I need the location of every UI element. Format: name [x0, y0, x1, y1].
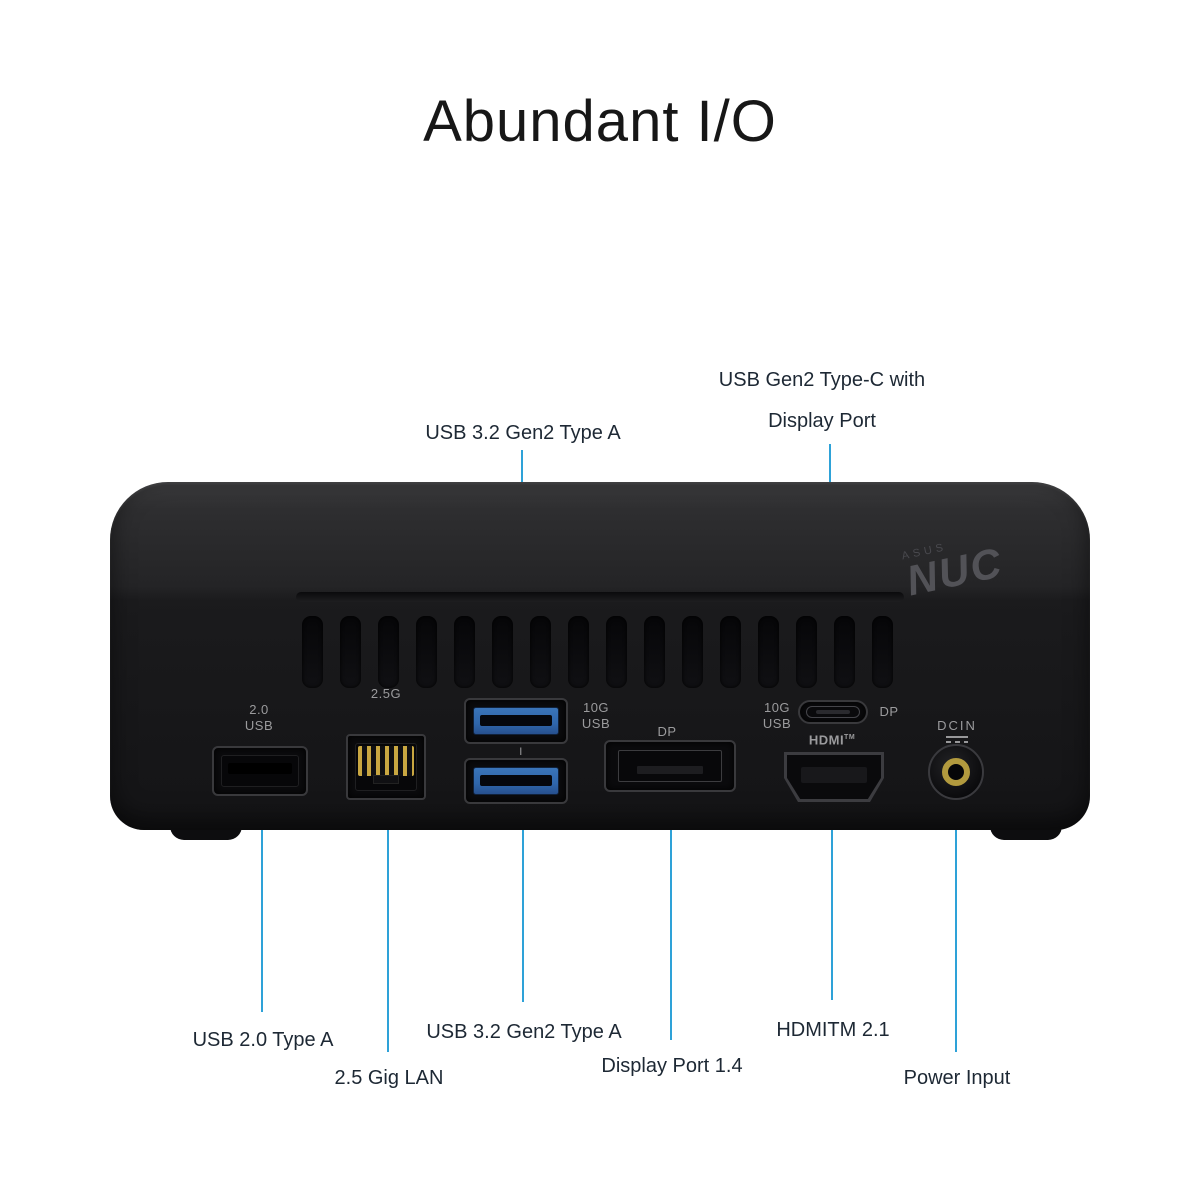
print-lan: 2.5G: [370, 686, 402, 701]
print-usb10g-c: 10G USB: [763, 700, 791, 732]
usb2-tongue: [228, 763, 292, 774]
lan-notch: [373, 775, 399, 784]
leader-line-power: [955, 804, 957, 1052]
print-hdmi: HDMITM: [809, 730, 855, 748]
print-usb2-line1: 2.0: [249, 702, 269, 717]
usb3-bottom-tongue: [480, 775, 552, 786]
vent-slot: [872, 616, 893, 688]
lan-cavity: [355, 743, 417, 791]
callout-usbc: USB Gen2 Type-C with Display Port: [662, 360, 982, 442]
leader-line-hdmi: [831, 806, 833, 1000]
vent-slot: [340, 616, 361, 688]
vent-slot: [682, 616, 703, 688]
usb3-top-tongue: [480, 715, 552, 726]
hdmi-slot: [801, 767, 867, 783]
usbc-cavity: [806, 706, 860, 718]
callout-hdmi: HDMITM 2.1: [776, 1019, 890, 1041]
print-hdmi-text: HDMI: [808, 732, 845, 748]
dc-jack-ring: [942, 758, 970, 786]
vent-slot: [454, 616, 475, 688]
callout-power: Power Input: [903, 1067, 1011, 1089]
vent-slot: [834, 616, 855, 688]
callout-lan: 2.5 Gig LAN: [334, 1067, 444, 1089]
dc-symbol-dashed: [946, 741, 968, 743]
vent-slot: [378, 616, 399, 688]
vent-slot: [758, 616, 779, 688]
displayport-port: [604, 740, 736, 792]
lan-port: [346, 734, 426, 800]
print-usb10g-a-line1: 10G: [582, 700, 610, 715]
usb3-port-bottom: [464, 758, 568, 804]
print-usb2: 2.0 USB: [245, 702, 273, 734]
vent-slot: [796, 616, 817, 688]
print-usb10g-c-line1: 10G: [763, 700, 791, 715]
vent-grille: [302, 616, 898, 688]
lan-pins: [358, 746, 414, 776]
vent-slot: [302, 616, 323, 688]
print-usb10g-a-line2: USB: [581, 716, 611, 731]
callout-usb2: USB 2.0 Type A: [192, 1029, 334, 1051]
usb2-port: [212, 746, 308, 796]
usb3-top-cavity: [473, 707, 559, 735]
print-usb-divider: I: [519, 746, 523, 758]
print-dp-c: DP: [879, 704, 899, 719]
usbc-port: [798, 700, 868, 724]
callout-usb32-top-label: USB 3.2 Gen2 Type A: [425, 422, 621, 444]
print-usb10g-c-line2: USB: [762, 716, 792, 731]
displayport-pins: [637, 766, 703, 774]
vent-slot: [568, 616, 589, 688]
print-hdmi-tm: TM: [844, 734, 856, 741]
hdmi-cavity: [787, 755, 881, 799]
usbc-pin: [816, 710, 850, 714]
vent-slot: [416, 616, 437, 688]
vent-slot: [530, 616, 551, 688]
usb3-port-top: [464, 698, 568, 744]
usb2-cavity: [221, 755, 299, 787]
leader-line-usb32-bottom: [522, 810, 524, 1002]
callout-usb32-top: USB 3.2 Gen2 Type A: [363, 413, 683, 454]
print-usb2-line2: USB: [244, 718, 274, 733]
vent-slot: [644, 616, 665, 688]
callout-usbc-line1: USB Gen2 Type-C with: [718, 369, 926, 391]
hdmi-port: [784, 752, 884, 802]
leader-line-lan: [387, 806, 389, 1052]
callout-usb32-bottom: USB 3.2 Gen2 Type A: [426, 1021, 622, 1043]
print-dp-a: DP: [657, 724, 677, 739]
lid-groove: [296, 592, 904, 602]
dc-symbol-solid: [946, 736, 968, 738]
usb3-bottom-cavity: [473, 767, 559, 795]
callout-dp: Display Port 1.4: [601, 1055, 743, 1077]
vent-slot: [720, 616, 741, 688]
leader-line-dp: [670, 796, 672, 1040]
print-dcin: DCIN: [937, 718, 977, 733]
leader-line-usb2: [261, 800, 263, 1012]
callout-usbc-line2: Display Port: [768, 410, 876, 432]
vent-slot: [606, 616, 627, 688]
displayport-cavity: [618, 750, 722, 782]
print-usb10g-a: 10G USB: [582, 700, 610, 732]
vent-slot: [492, 616, 513, 688]
dc-power-jack: [928, 744, 984, 800]
page-title: Abundant I/O: [423, 89, 777, 154]
